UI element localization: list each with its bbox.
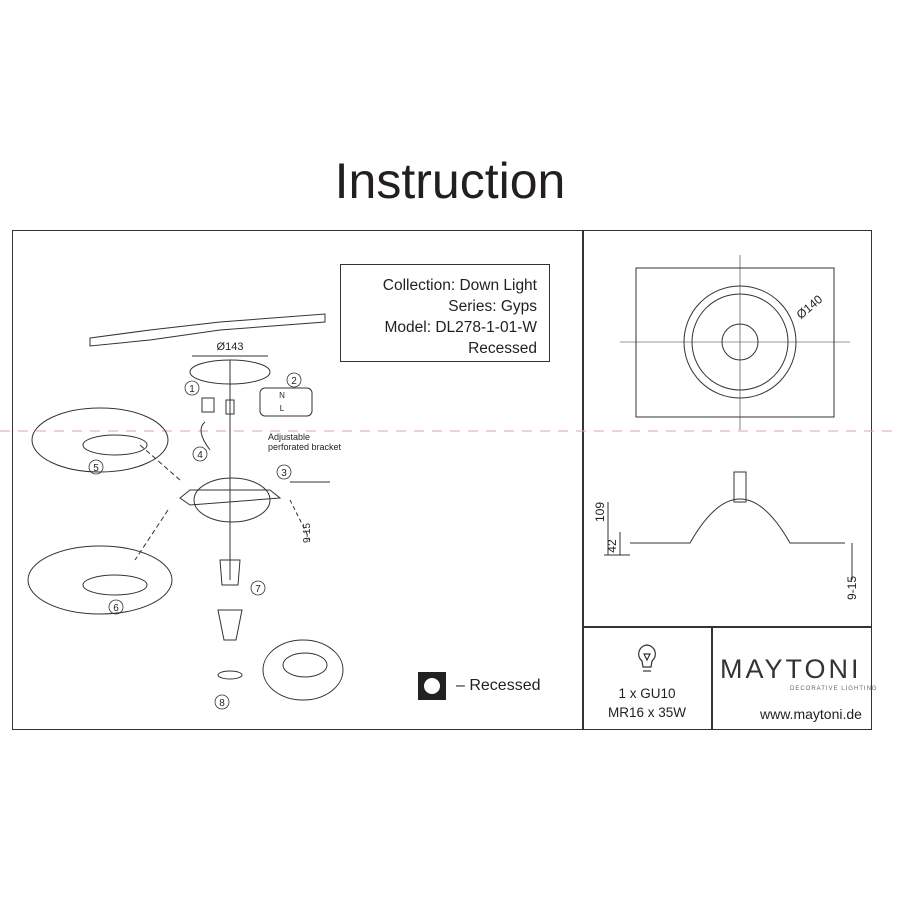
model: Model: DL278-1-01-W <box>384 319 537 336</box>
wire-n: N <box>279 391 285 400</box>
collection: Collection: Down Light <box>382 277 537 294</box>
installation-diagram: Ø143 1 2 3 4 5 6 7 8 N L 9-15 <box>27 313 344 710</box>
divider <box>711 626 713 730</box>
step-8: 8 <box>219 698 225 709</box>
diameter-label: Ø140 <box>794 292 826 322</box>
lamp-type: MR16 x 35W <box>607 705 687 720</box>
dimension-drawings: Ø140 109 42 9-15 <box>593 255 859 600</box>
bulb-icon <box>638 644 656 672</box>
brand-tagline: DECORATIVE LIGHTING <box>790 686 878 692</box>
lamp-count: 1 x GU10 <box>618 686 676 701</box>
step-6: 6 <box>113 603 119 614</box>
bracket-label: Adjustable perforated bracket <box>268 432 342 452</box>
cutout-diameter: Ø143 <box>217 341 244 353</box>
lamp-spec: 1 x GU10 MR16 x 35W <box>583 684 711 722</box>
instruction-frame <box>12 230 872 730</box>
guide-line <box>0 430 900 432</box>
step-5: 5 <box>93 463 99 474</box>
step-3: 3 <box>281 468 287 479</box>
step-4: 4 <box>197 450 203 461</box>
ceiling-label: 9-15 <box>845 576 859 600</box>
recessed-icon <box>418 672 446 700</box>
brand-url[interactable]: www.maytoni.de <box>760 706 862 722</box>
brand-logo: MAYTONI <box>720 654 862 684</box>
wire-l: L <box>280 404 285 413</box>
height-label: 109 <box>593 502 607 522</box>
step-7: 7 <box>255 584 261 595</box>
depth-label: 42 <box>605 539 619 553</box>
divider <box>582 230 584 730</box>
series: Series: Gyps <box>448 298 537 315</box>
divider <box>582 626 872 628</box>
ceiling-thickness: 9-15 <box>302 523 313 543</box>
mount-type: Recessed <box>468 340 537 357</box>
legend-label: – Recessed <box>456 677 541 694</box>
step-1: 1 <box>189 384 195 395</box>
product-info-box: Collection: Down Light Series: Gyps Mode… <box>340 264 550 362</box>
step-2: 2 <box>291 376 297 387</box>
page-title: Instruction <box>334 153 566 209</box>
